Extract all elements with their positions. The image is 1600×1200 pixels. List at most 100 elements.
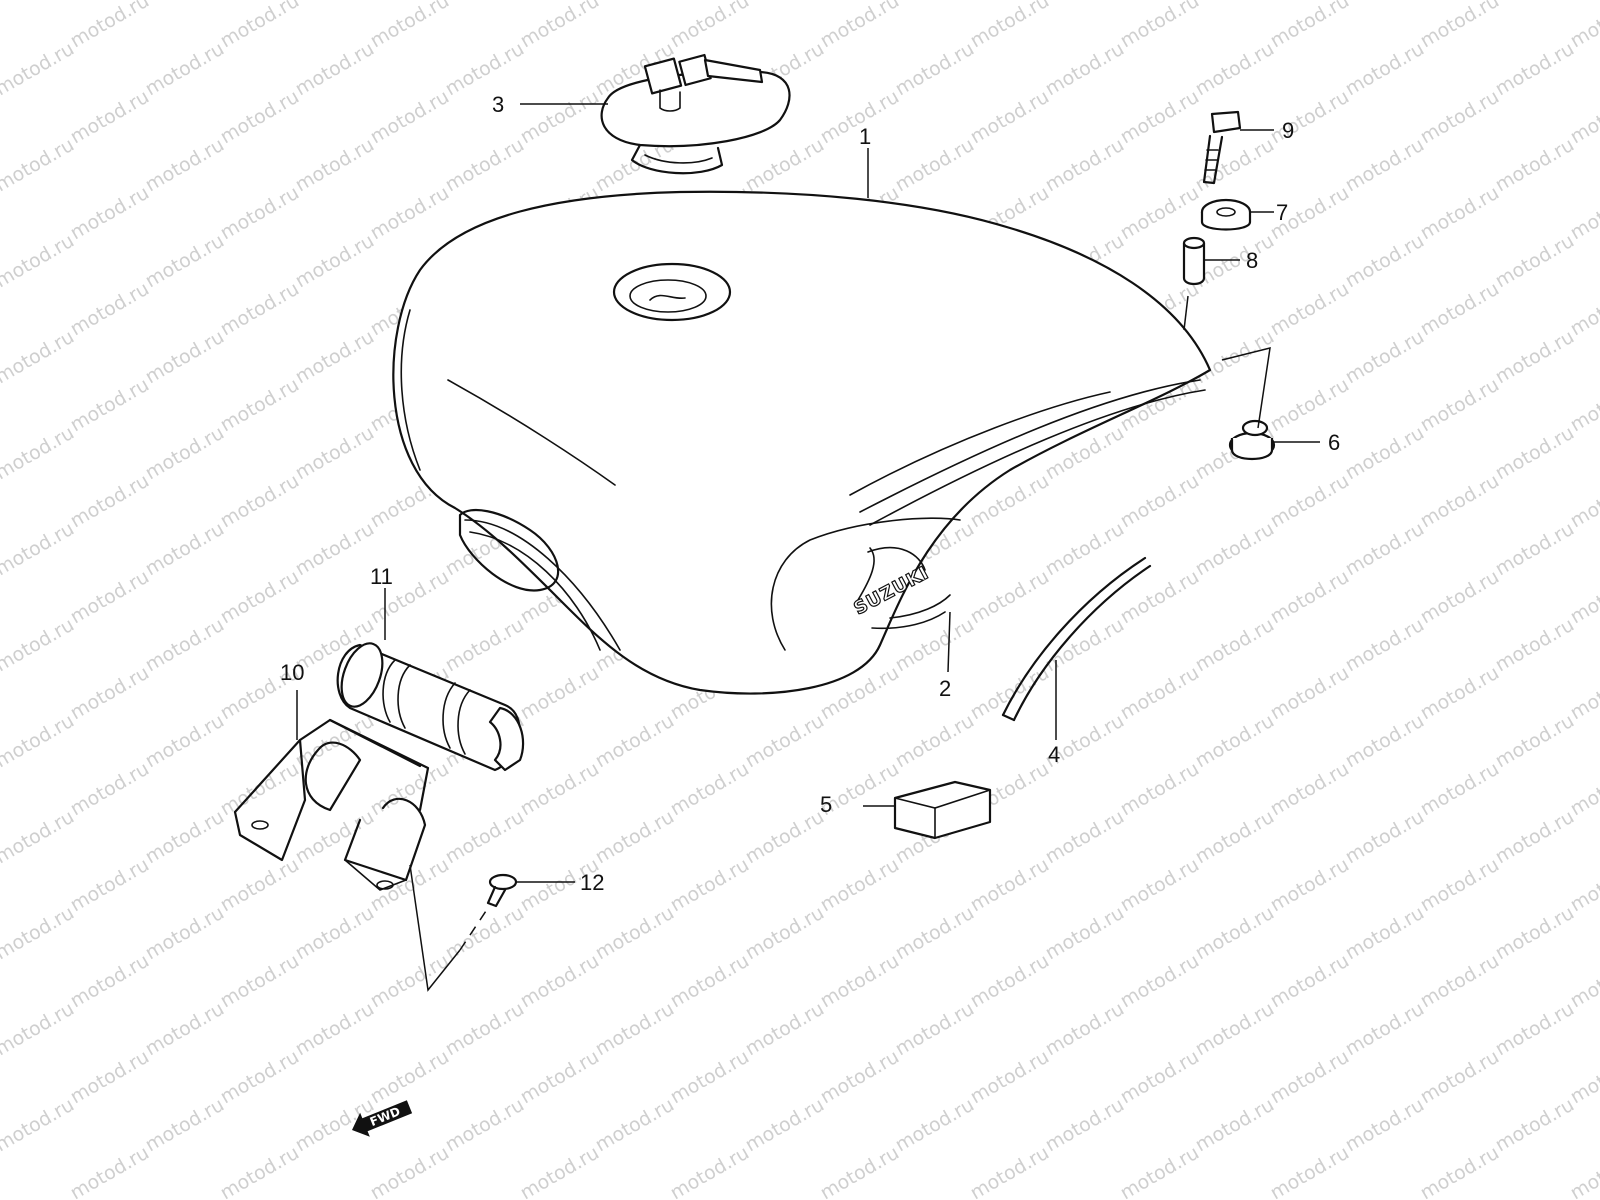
watermark-text: motod.ru (1492, 902, 1578, 965)
watermark-text: motod.ru (1267, 470, 1353, 533)
watermark-text: motod.ru (142, 422, 228, 485)
watermark-text: motod.ru (1417, 182, 1503, 245)
watermark-text: motod.ru (592, 806, 678, 869)
watermark-text: motod.ru (892, 38, 978, 101)
watermark-text: motod.ru (892, 710, 978, 773)
watermark-text: motod.ru (1342, 806, 1428, 869)
watermark-text: motod.ru (292, 134, 378, 197)
watermark-text: motod.ru (1567, 758, 1600, 821)
watermark-text: motod.ru (1492, 326, 1578, 389)
watermark-text: motod.ru (1267, 854, 1353, 917)
watermark-text: motod.ru (367, 0, 453, 52)
watermark-text: motod.ru (1192, 998, 1278, 1061)
watermark-text: motod.ru (217, 854, 303, 917)
watermark-text: motod.ru (892, 1094, 978, 1157)
watermark-text: motod.ru (1567, 566, 1600, 629)
watermark-text: motod.ru (1492, 614, 1578, 677)
watermark-text: motod.ru (1342, 518, 1428, 581)
watermark-text: motod.ru (892, 902, 978, 965)
watermark-text: motod.ru (67, 1142, 153, 1200)
watermark-text: motod.ru (217, 86, 303, 149)
watermark-text: motod.ru (1192, 134, 1278, 197)
watermark-text: motod.ru (0, 326, 78, 389)
watermark-text: motod.ru (1567, 278, 1600, 341)
watermark-text: motod.ru (367, 854, 453, 917)
watermark-text: motod.ru (67, 182, 153, 245)
watermark-text: motod.ru (217, 278, 303, 341)
watermark-text: motod.ru (592, 998, 678, 1061)
watermark-text: motod.ru (1192, 710, 1278, 773)
watermark-text: motod.ru (1267, 0, 1353, 52)
watermark-text: motod.ru (892, 998, 978, 1061)
watermark-text: motod.ru (892, 614, 978, 677)
watermark-text: motod.ru (1492, 806, 1578, 869)
watermark-text: motod.ru (967, 662, 1053, 725)
watermark-text: motod.ru (1417, 1046, 1503, 1109)
collar (1182, 236, 1206, 286)
watermark-text: motod.ru (742, 0, 828, 4)
watermark-text: motod.ru (592, 0, 678, 4)
watermark-text: motod.ru (1042, 614, 1128, 677)
watermark-text: motod.ru (67, 854, 153, 917)
watermark-text: motod.ru (817, 1142, 903, 1200)
callout-6: 6 (1328, 430, 1340, 455)
watermark-text: motod.ru (217, 1046, 303, 1109)
watermark-text: motod.ru (892, 134, 978, 197)
callout-10: 10 (280, 660, 304, 685)
watermark-text: motod.ru (817, 0, 903, 52)
watermark-text: motod.ru (967, 854, 1053, 917)
watermark-text: motod.ru (1117, 1142, 1203, 1200)
watermark-text: motod.ru (1117, 182, 1203, 245)
watermark-text: motod.ru (142, 902, 228, 965)
fuel-cap-with-key (600, 53, 791, 175)
watermark-text: motod.ru (817, 854, 903, 917)
watermark-text: motod.ru (142, 134, 228, 197)
watermark-text: motod.ru (142, 710, 228, 773)
watermark-text: motod.ru (517, 758, 603, 821)
watermark-text: motod.ru (67, 566, 153, 629)
watermark-text: motod.ru (1042, 38, 1128, 101)
watermark-text: motod.ru (292, 326, 378, 389)
watermark-text: motod.ru (1492, 134, 1578, 197)
callout-7: 7 (1276, 200, 1288, 225)
watermark-text: motod.ru (967, 950, 1053, 1013)
screw (486, 873, 518, 908)
watermark-text: motod.ru (1492, 38, 1578, 101)
watermark-text: motod.ru (1192, 806, 1278, 869)
watermark-text: motod.ru (1117, 662, 1203, 725)
watermark-text: motod.ru (67, 950, 153, 1013)
leader-lines (296, 103, 1320, 992)
watermark-text: motod.ru (667, 758, 753, 821)
watermark-text: motod.ru (1342, 998, 1428, 1061)
watermark-text: motod.ru (1192, 0, 1278, 4)
watermark-text: motod.ru (217, 950, 303, 1013)
watermark-text: motod.ru (67, 662, 153, 725)
watermark-text: motod.ru (67, 86, 153, 149)
watermark-text: motod.ru (1042, 902, 1128, 965)
watermark-text: motod.ru (67, 278, 153, 341)
watermark-text: motod.ru (142, 806, 228, 869)
watermark-text: motod.ru (1492, 0, 1578, 4)
watermark-text: motod.ru (367, 758, 453, 821)
watermark-text: motod.ru (67, 1046, 153, 1109)
rubber-strip (1001, 556, 1152, 722)
watermark-text: motod.ru (1417, 470, 1503, 533)
watermark-text: motod.ru (142, 614, 228, 677)
watermark-text: motod.ru (1342, 902, 1428, 965)
watermark-text: motod.ru (367, 950, 453, 1013)
watermark-text: motod.ru (517, 0, 603, 52)
watermark-text: motod.ru (1117, 854, 1203, 917)
watermark-text: motod.ru (1567, 1046, 1600, 1109)
watermark-text: motod.ru (442, 806, 528, 869)
watermark-text: motod.ru (1417, 374, 1503, 437)
watermark-text: motod.ru (0, 902, 78, 965)
watermark-text: motod.ru (67, 374, 153, 437)
watermark-text: motod.ru (0, 998, 78, 1061)
watermark-text: motod.ru (142, 998, 228, 1061)
watermark-text: motod.ru (1267, 278, 1353, 341)
callout-11: 11 (370, 564, 393, 589)
watermark-text: motod.ru (1267, 1046, 1353, 1109)
callout-5: 5 (820, 792, 832, 817)
watermark-text: motod.ru (1342, 614, 1428, 677)
watermark-text: motod.ru (142, 230, 228, 293)
